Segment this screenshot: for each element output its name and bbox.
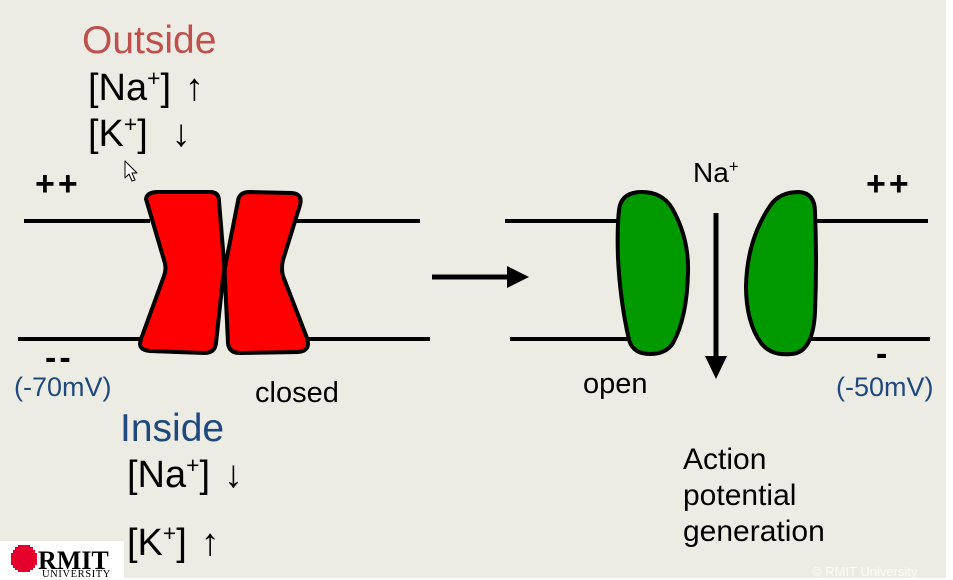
- logo-pixel-mark-icon: [11, 545, 37, 572]
- influx-arrow-head: [705, 356, 727, 379]
- resting-potential-label: (-70mV): [14, 372, 112, 402]
- caption-line: generation: [683, 515, 825, 548]
- open-state-label: open: [583, 368, 648, 400]
- logo-subtitle: UNIVERSITY: [42, 569, 111, 580]
- sodium-influx-label: Na+: [693, 156, 739, 191]
- outside-potassium-concentration: [K+] ↓: [88, 111, 191, 157]
- up-arrow-icon: ↑: [200, 522, 220, 564]
- charge-superscript: +: [728, 156, 739, 176]
- ion-label: [K: [88, 113, 124, 155]
- ion-label: Na: [693, 157, 729, 188]
- ion-label: [Na: [88, 67, 148, 109]
- open-inner-charge: -: [876, 335, 891, 373]
- right-arrow-icon: [432, 266, 529, 288]
- caption-line: Action: [683, 443, 767, 476]
- copyright-notice: © RMIT University: [812, 564, 918, 579]
- bracket-close: ]: [137, 113, 148, 155]
- outside-sodium-concentration: [Na+] ↑: [88, 65, 205, 111]
- inside-potassium-concentration: [K+] ↑: [127, 520, 220, 566]
- open-channel-diagram: [505, 190, 930, 357]
- charge-superscript: +: [123, 111, 138, 138]
- caption-line: potential: [683, 479, 797, 512]
- logo-wordmark: RMIT: [38, 546, 109, 575]
- closed-outer-charge: ++: [35, 165, 81, 203]
- bracket-close: ]: [176, 522, 187, 564]
- outside-heading: Outside: [82, 19, 217, 62]
- action-potential-caption: Action potential generation: [683, 442, 825, 550]
- closed-channel-diagram: [18, 190, 430, 355]
- ion-label: [K: [127, 522, 163, 564]
- bracket-close: ]: [160, 67, 172, 109]
- up-arrow-icon: ↑: [185, 67, 205, 109]
- bracket-close: ]: [199, 454, 211, 496]
- right-arrow-head: [507, 266, 529, 288]
- inside-heading: Inside: [120, 407, 225, 450]
- open-channel-subunit-left: [615, 190, 691, 356]
- down-arrow-icon: ↓: [171, 113, 191, 155]
- charge-superscript: +: [147, 65, 161, 92]
- closed-channel-subunit-left: [138, 190, 227, 355]
- charge-superscript: +: [162, 520, 177, 547]
- closed-channel-subunit-right: [222, 190, 310, 355]
- down-arrow-icon: [705, 213, 727, 379]
- open-channel-subunit-right: [744, 190, 818, 357]
- mouse-pointer-icon: [124, 160, 138, 182]
- closed-inner-charge: --: [45, 339, 74, 377]
- closed-state-label: closed: [255, 377, 339, 409]
- open-outer-charge: ++: [866, 165, 912, 203]
- charge-superscript: +: [186, 452, 200, 479]
- inside-sodium-concentration: [Na+] ↓: [127, 452, 244, 498]
- down-arrow-icon: ↓: [224, 454, 244, 496]
- threshold-potential-label: (-50mV): [836, 372, 934, 402]
- ion-label: [Na: [127, 454, 187, 496]
